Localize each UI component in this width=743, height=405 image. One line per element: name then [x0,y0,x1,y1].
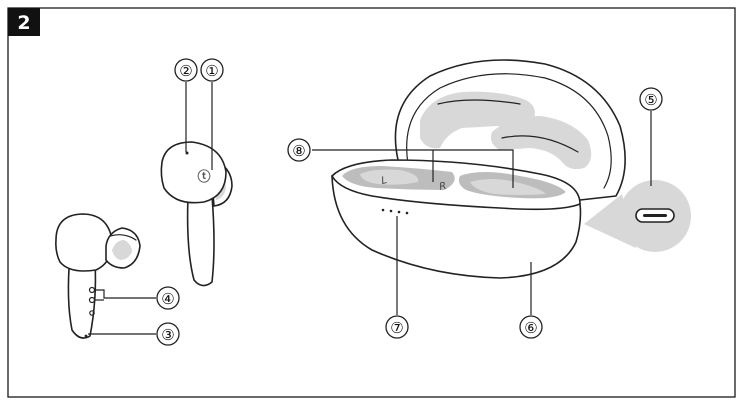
callout-1: ① [200,58,224,82]
callout-4: ④ [156,286,180,310]
callout-1-label: ① [205,62,218,80]
callout-5: ⑤ [639,87,663,111]
figure-number-badge: 2 [8,8,40,36]
indicator-light [185,151,189,155]
figure-number: 2 [17,12,30,34]
usb-c-port-icon [635,208,675,223]
callout-7: ⑦ [385,315,409,339]
earbud-side-view [55,213,141,339]
bottom-mic-hole [84,334,88,338]
battery-indicator-leds [381,208,409,215]
callout-7-label: ⑦ [390,319,403,337]
earbud-front-view: ⓣ [160,141,233,287]
callout-6: ⑥ [519,315,543,339]
charging-case: L R [331,59,626,279]
callout-3: ③ [156,322,180,346]
touch-area-logo: ⓣ [197,169,210,185]
mic-hole [89,310,95,316]
callout-4-label: ④ [161,290,174,308]
callout-2: ② [174,58,198,82]
right-slot-mark: R [438,181,447,193]
callout-8: ⑧ [287,138,311,162]
callout-6-label: ⑥ [524,319,537,337]
callout-3-label: ③ [161,326,174,344]
callout-8-label: ⑧ [292,142,305,160]
diagram-frame [7,7,736,398]
callout-lines [88,82,652,335]
usb-c-port-magnifier [584,180,691,252]
callout-5-label: ⑤ [644,91,657,109]
callout-2-label: ② [179,62,192,80]
left-slot-mark: L [380,175,388,187]
